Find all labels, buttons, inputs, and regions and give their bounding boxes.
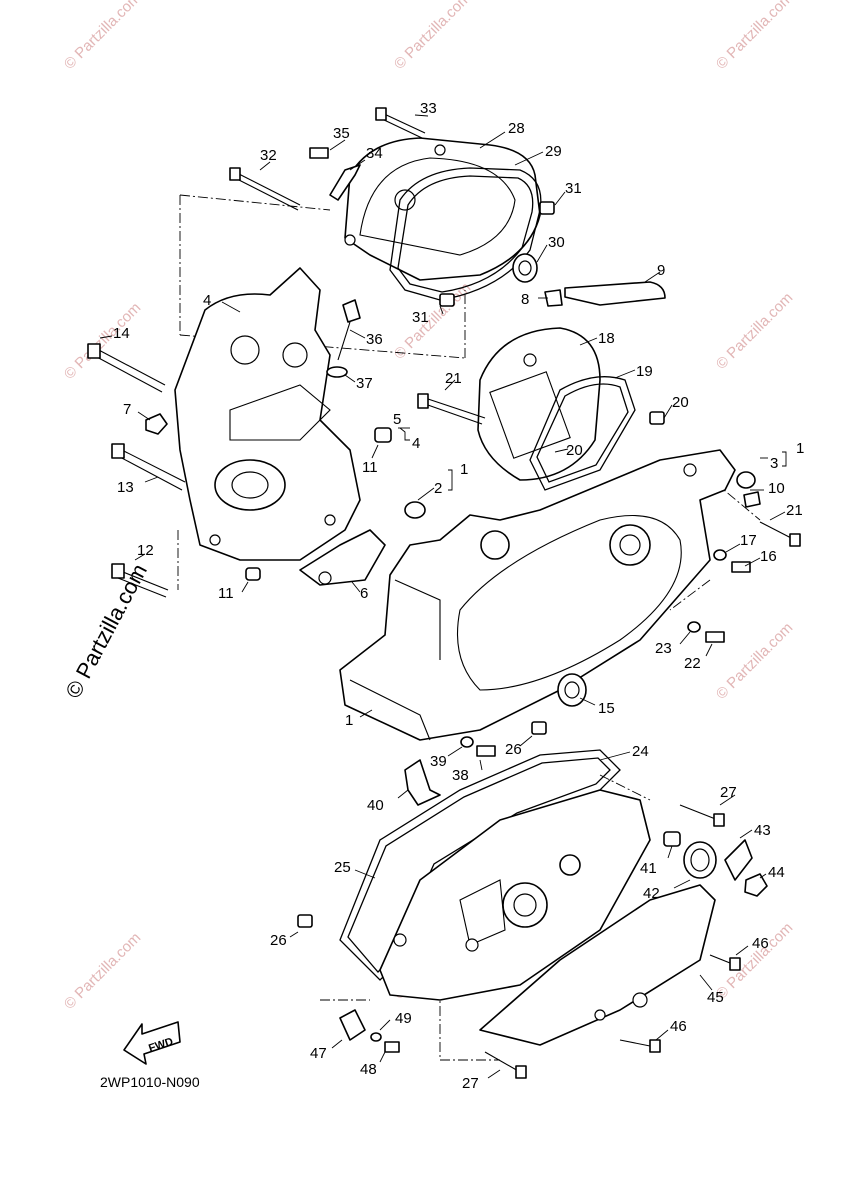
callout: 15 (598, 700, 615, 717)
callout: 41 (640, 860, 657, 877)
callout: 49 (395, 1010, 412, 1027)
callout: 31 (565, 180, 582, 197)
diagram-code: 2WP1010-N090 (100, 1074, 200, 1090)
crankcase-cover-lower (379, 789, 651, 1001)
callout: 46 (752, 935, 769, 952)
bracket-marks (399, 427, 787, 491)
callout: 37 (356, 375, 373, 392)
watermark: © Partzilla.com (391, 0, 474, 73)
fwd-arrow-icon: FWD (123, 1021, 181, 1065)
stator-gasket (529, 376, 636, 491)
bracket-6 (299, 529, 386, 586)
watermark: © Partzilla.com (61, 0, 144, 73)
watermark: © Partzilla.com (61, 299, 144, 382)
callout: 27 (462, 1075, 479, 1092)
watermark: © Partzilla.com (713, 0, 796, 73)
oil-gauge-36 (337, 299, 361, 361)
callout: 12 (137, 542, 154, 559)
bearings-2-3 (404, 471, 761, 519)
watermark: © Partzilla.com (391, 279, 474, 362)
callout: 40 (367, 797, 384, 814)
callout: 2 (434, 480, 442, 497)
callout: 33 (420, 100, 437, 117)
oil-seal-15 (557, 673, 587, 707)
callout: 39 (430, 753, 447, 770)
callout: 24 (632, 743, 649, 760)
bolts-stator (417, 393, 665, 425)
callout: 18 (598, 330, 615, 347)
stator-cover (477, 327, 601, 481)
callout: 16 (760, 548, 777, 565)
callout: 11 (362, 459, 378, 476)
watermark-main: © Partzilla.com (60, 560, 152, 703)
callout: 45 (707, 989, 724, 1006)
callout: 48 (360, 1061, 377, 1078)
leader-lines (99, 114, 786, 1079)
dowel-pins-31 (439, 201, 555, 307)
callout: 46 (670, 1018, 687, 1035)
callout: 26 (505, 741, 522, 758)
callout: 8 (521, 291, 529, 308)
crankcase-left (174, 267, 361, 561)
watermark: © Partzilla.com (713, 289, 796, 372)
watermark: © Partzilla.com (61, 929, 144, 1012)
callout: 5 (393, 411, 401, 428)
hose-9-fitting-8 (544, 281, 666, 307)
callout: 28 (508, 120, 525, 137)
callout: 17 (740, 532, 757, 549)
o-ring-37 (326, 366, 348, 378)
callout: 23 (655, 640, 672, 657)
callout: 47 (310, 1045, 327, 1062)
callout: 38 (452, 767, 469, 784)
callout: 25 (334, 859, 351, 876)
callout: 31 (412, 309, 429, 326)
callout: 36 (366, 331, 383, 348)
bolts-left (87, 343, 392, 598)
outer-cover-45 (479, 884, 716, 1046)
crankcase-right (339, 449, 736, 741)
callout: 1 (460, 461, 468, 478)
callout: 21 (445, 370, 462, 387)
callout: 9 (657, 262, 665, 279)
callout: 44 (768, 864, 785, 881)
callout: 35 (333, 125, 350, 142)
bolts-lower (297, 804, 741, 1079)
callout: 7 (123, 401, 131, 418)
callout: 29 (545, 143, 562, 160)
callout: 4 (203, 292, 211, 309)
callout: 1 (796, 440, 804, 457)
callout: 10 (768, 480, 785, 497)
callout: 42 (643, 885, 660, 902)
callout: 6 (360, 585, 368, 602)
callout: 1 (345, 712, 353, 729)
callout: 3 (770, 455, 778, 472)
callout: 11 (218, 585, 234, 602)
callout: 26 (270, 932, 287, 949)
callout: 19 (636, 363, 653, 380)
callout: 43 (754, 822, 771, 839)
callout: 13 (117, 479, 134, 496)
callout: 34 (366, 145, 383, 162)
callout: 27 (720, 784, 737, 801)
callout: 22 (684, 655, 701, 672)
callout: 21 (786, 502, 803, 519)
callout: 20 (672, 394, 689, 411)
callout: 30 (548, 234, 565, 251)
oil-seal-30 (512, 253, 538, 283)
callout: 32 (260, 147, 277, 164)
crankcase-cover-gasket (389, 167, 542, 301)
bolts-top (229, 107, 426, 211)
seal-43-42-41 (663, 831, 768, 897)
callouts: 33 35 28 34 29 32 31 30 9 8 4 31 14 36 1… (113, 100, 804, 1092)
callout: 4 (412, 435, 420, 452)
callout: 20 (566, 442, 583, 459)
bolts-right (460, 521, 801, 757)
callout: 14 (113, 325, 130, 342)
watermark: © Partzilla.com (713, 619, 796, 702)
